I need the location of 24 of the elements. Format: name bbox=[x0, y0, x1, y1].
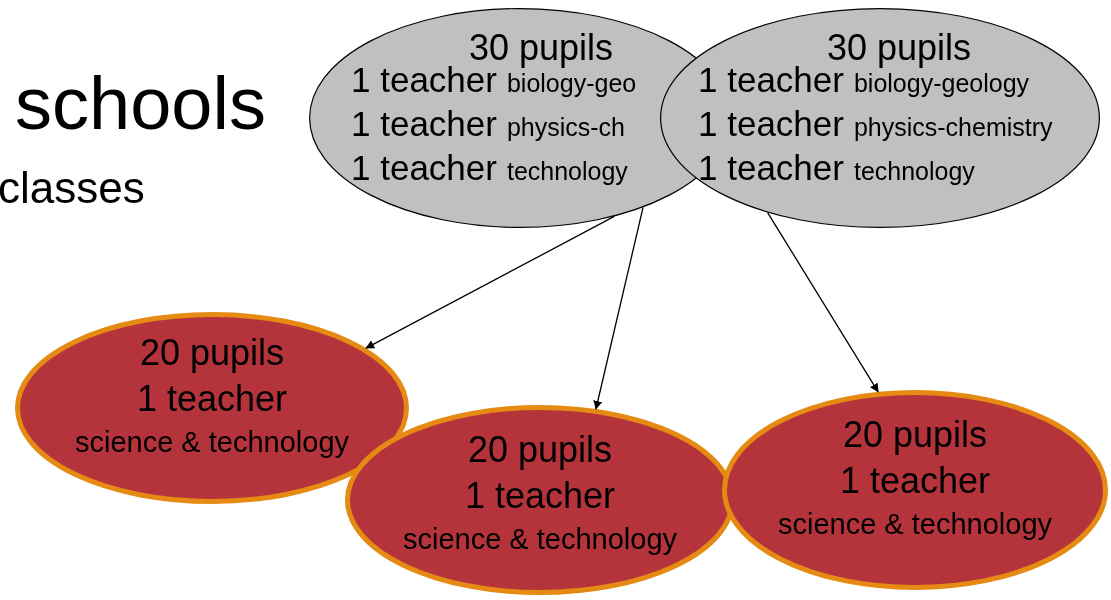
node-text: 1 teacher bbox=[136, 377, 288, 421]
subject-text: biology-geology bbox=[853, 71, 1030, 96]
subject-text: science & technology bbox=[74, 425, 350, 460]
subject-text: technology bbox=[506, 159, 628, 184]
slide-text: classes bbox=[0, 166, 145, 210]
node-text: 20 pupils bbox=[467, 428, 613, 472]
arrow bbox=[365, 215, 615, 349]
arrow bbox=[766, 211, 879, 393]
node-text: 20 pupils bbox=[139, 331, 285, 375]
slide-text: schools bbox=[15, 67, 266, 141]
subject-text: science & technology bbox=[777, 507, 1053, 542]
teacher-count: 1 teacher bbox=[698, 106, 844, 141]
node-text: 20 pupils bbox=[842, 413, 988, 457]
node-text: 1 teacher bbox=[464, 474, 616, 518]
teacher-count: 1 teacher bbox=[351, 106, 497, 141]
subject-text: biology-geo bbox=[506, 71, 637, 96]
node-text: 1 teacher bbox=[839, 459, 991, 503]
arrow bbox=[593, 206, 644, 410]
subject-text: technology bbox=[853, 159, 975, 184]
subject-text: science & technology bbox=[402, 522, 678, 557]
teacher-count: 1 teacher bbox=[351, 150, 497, 185]
subject-text: physics-chemistry bbox=[853, 115, 1053, 140]
teacher-count: 1 teacher bbox=[698, 150, 844, 185]
subject-text: physics-ch bbox=[506, 115, 626, 140]
